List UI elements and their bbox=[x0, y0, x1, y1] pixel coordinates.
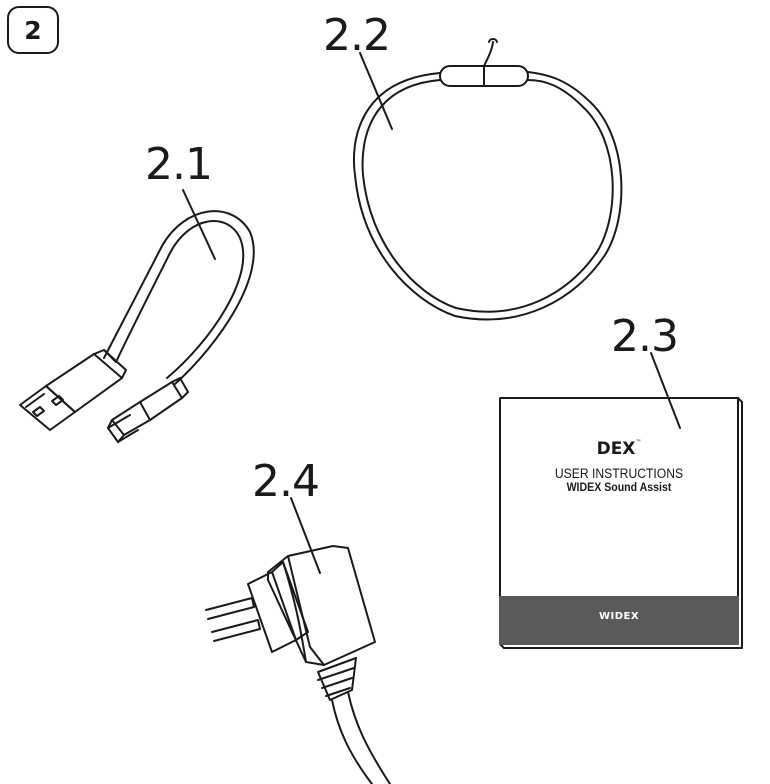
trademark-symbol: ™ bbox=[635, 439, 642, 446]
widex-logo: WIDEX bbox=[598, 611, 640, 622]
booklet-title: USER INSTRUCTIONS bbox=[554, 466, 684, 481]
booklet-subtitle: WIDEX Sound Assist bbox=[566, 482, 672, 494]
label-2-4: 2.4 bbox=[252, 456, 320, 507]
booklet-brand: DEX™ bbox=[500, 439, 738, 459]
neck-loop bbox=[352, 38, 623, 321]
user-instructions-booklet bbox=[499, 352, 743, 649]
label-2-2: 2.2 bbox=[323, 10, 391, 61]
booklet-brand-text: DEX bbox=[596, 439, 636, 459]
power-adapter bbox=[205, 497, 391, 784]
label-2-1: 2.1 bbox=[145, 139, 213, 190]
label-2-3: 2.3 bbox=[611, 311, 679, 362]
figure-number-badge: 2 bbox=[7, 6, 59, 54]
usb-cable bbox=[19, 189, 255, 443]
